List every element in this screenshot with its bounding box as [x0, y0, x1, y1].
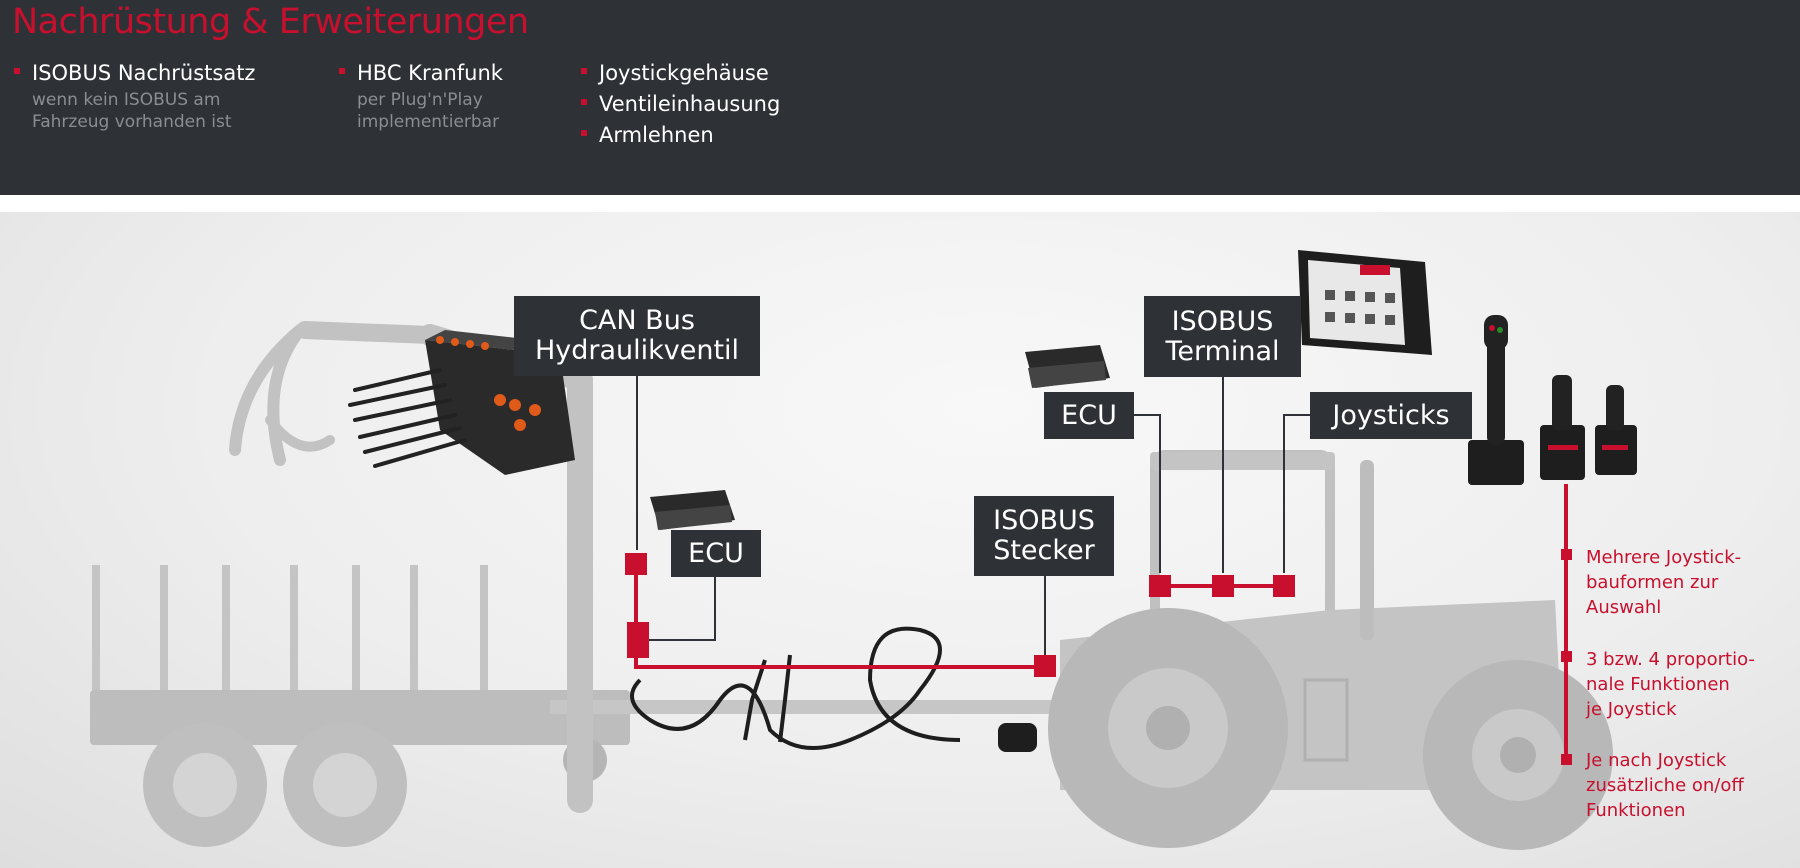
note-onoff-functions: Je nach Joystick zusätzliche on/off Funk…	[1586, 748, 1744, 823]
note-line: Auswahl	[1586, 597, 1662, 618]
note-proportional-functions: 3 bzw. 4 proportio- nale Funktionen je J…	[1586, 647, 1755, 722]
label-ecu-trailer: ECU	[671, 530, 761, 577]
note-line: je Joystick	[1586, 699, 1677, 720]
label-line: ISOBUS	[1171, 305, 1274, 337]
label-ecu-tractor: ECU	[1044, 392, 1134, 439]
feature-title: HBC Kranfunk	[357, 61, 503, 85]
accessory-item: Joystickgehäuse	[599, 61, 769, 85]
label-line: Terminal	[1165, 335, 1280, 367]
feature-subtitle: per Plug'n'Play	[357, 90, 483, 110]
note-line: 3 bzw. 4 proportio-	[1586, 649, 1755, 670]
ecu-module-image	[650, 345, 1110, 530]
feature-title: ISOBUS Nachrüstsatz	[32, 61, 256, 85]
bullet-square-icon	[581, 99, 587, 105]
note-joystick-variants: Mehrere Joystick- bauformen zur Auswahl	[1586, 545, 1741, 620]
feature-hbc-kranfunk: HBC Kranfunk per Plug'n'Play implementie…	[337, 58, 503, 133]
bullet-square-icon	[14, 68, 20, 74]
joystick-image	[1468, 315, 1637, 485]
note-line: Funktionen	[1586, 800, 1686, 821]
note-line: Mehrere Joystick-	[1586, 547, 1742, 568]
header-banner: Nachrüstung & Erweiterungen ISOBUS Nachr…	[0, 0, 1800, 195]
label-line: Stecker	[993, 535, 1095, 566]
diagram-area	[0, 212, 1800, 868]
tractor-illustration	[1048, 450, 1613, 850]
label-joysticks: Joysticks	[1310, 392, 1472, 439]
accessory-item: Ventileinhausung	[599, 92, 781, 116]
label-line: CAN Bus	[579, 305, 695, 336]
bullet-square-icon	[581, 130, 587, 136]
system-diagram	[90, 250, 1637, 850]
connection-node-markers	[625, 549, 1572, 765]
label-line: Hydraulikventil	[534, 335, 740, 366]
bullet-square-icon	[581, 68, 587, 74]
note-line: bauformen zur	[1586, 572, 1719, 593]
bullet-square-icon	[339, 68, 345, 74]
hydraulic-valve-image	[348, 330, 580, 475]
feature-isobus-retrofit: ISOBUS Nachrüstsatz wenn kein ISOBUS am …	[12, 58, 255, 133]
note-line: nale Funktionen	[1586, 674, 1730, 695]
note-line: zusätzliche on/off	[1586, 775, 1744, 796]
feature-subtitle: wenn kein ISOBUS am	[32, 90, 221, 110]
label-connector-lines	[636, 376, 1310, 656]
page-title: Nachrüstung & Erweiterungen	[12, 2, 529, 42]
label-line: ISOBUS	[993, 505, 1095, 536]
isobus-terminal-image	[1298, 250, 1432, 355]
accessory-item: Armlehnen	[599, 123, 714, 147]
note-line: Je nach Joystick	[1586, 750, 1727, 771]
feature-accessories-list: Joystickgehäuse Ventileinhausung Armlehn…	[579, 58, 780, 151]
cable-harness-image	[630, 626, 1037, 752]
feature-subtitle: Fahrzeug vorhanden ist	[32, 112, 232, 132]
feature-subtitle: implementierbar	[357, 112, 500, 132]
